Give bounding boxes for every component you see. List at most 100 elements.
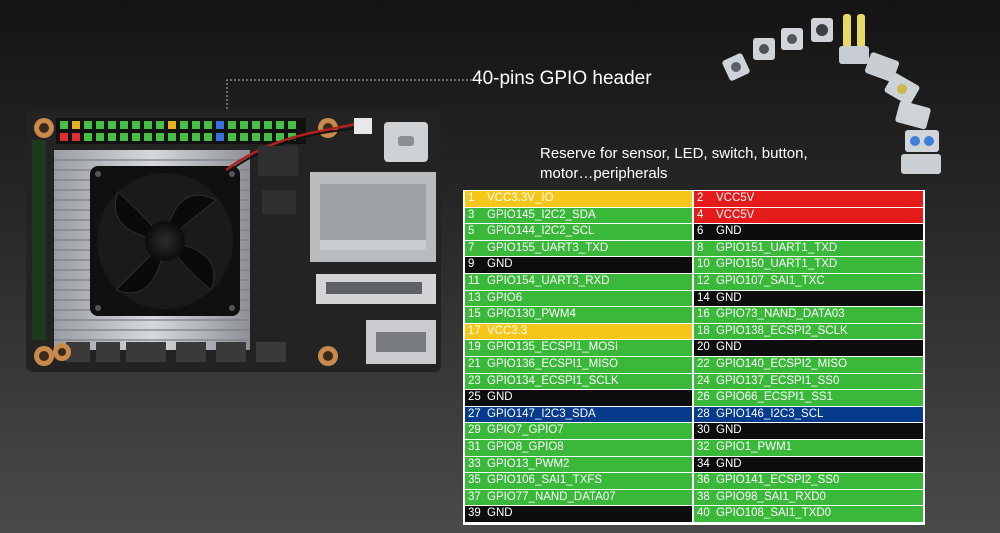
gpio-pin-header [56,118,306,144]
pin-number: 9 [468,258,475,271]
pin-number: 29 [468,424,481,437]
cooling-fan [90,166,240,316]
pin-name: GPIO1_PWM1 [716,441,793,453]
pin-number: 21 [468,358,481,370]
pin-number: 1 [468,192,475,204]
pin-number: 27 [468,407,481,420]
pin-row-21: 21 GPIO136_ECSPI1_MISO [465,357,692,373]
pin-number: 14 [697,291,710,304]
pin-name: GND [487,258,513,271]
pin-name: VCC5V [716,192,755,204]
pin-number: 23 [468,374,481,387]
pin-row-22: 22 GPIO140_ECSPI2_MISO [694,357,923,373]
peripheral-module [895,100,931,130]
pin-number: 20 [697,341,710,354]
pin-name: GPIO145_I2C2_SDA [487,208,596,221]
pin-number: 10 [697,258,710,271]
pin-number: 6 [697,225,704,238]
pin-number: 33 [468,457,481,470]
pin-number: 28 [697,407,710,420]
pin-number: 13 [468,291,481,304]
pin-name: GPIO141_ECSPI2_SS0 [716,474,840,487]
pin-name: GPIO136_ECSPI1_MISO [487,358,619,370]
peripheral-module [722,53,750,81]
pin-name: GPIO137_ECSPI1_SS0 [716,374,840,387]
pin-number: 19 [468,341,481,354]
pin-name: GND [716,225,742,238]
peripheral-module [901,154,941,174]
pin-name: GPIO140_ECSPI2_MISO [716,358,848,370]
pin-name: GPIO6 [487,291,523,304]
pin-number: 4 [697,208,704,221]
pin-number: 15 [468,308,481,321]
bottom-connectors [66,342,286,362]
pin-name: GND [716,457,742,470]
pin-number: 18 [697,324,710,337]
pin-name: GPIO155_UART3_TXD [487,241,609,254]
pin-row-6: 6 GND [694,224,923,240]
pin-row-39: 39 GND [465,506,692,523]
pin-name: GPIO66_ECSPI1_SS1 [716,391,833,404]
pin-number: 17 [468,324,481,337]
pin-number: 40 [697,507,710,520]
pin-number: 37 [468,490,481,503]
pin-name: GPIO146_I2C3_SCL [716,407,824,420]
pin-name: GPIO135_ECSPI1_MOSI [487,341,619,354]
fan-cable [225,122,357,172]
pin-name: GND [716,424,742,437]
peripheral-module [781,28,803,50]
chip [258,146,298,176]
pin-row-13: 13 GPIO6 [465,290,692,307]
pin-row-10: 10 GPIO150_UART1_TXD [694,257,923,274]
pin-row-40: 40 GPIO108_SAI1_TXD0 [694,506,923,523]
pin-row-2: 2 VCC5V [694,191,923,207]
ethernet-port [310,172,436,262]
pin-number: 22 [697,358,710,370]
pin-row-19: 19 GPIO135_ECSPI1_MOSI [465,340,692,357]
pin-name: GPIO108_SAI1_TXD0 [716,507,832,520]
pin-name: GPIO150_UART1_TXD [716,258,838,271]
pin-name: GPIO106_SAI1_TXFS [487,474,603,487]
pin-number: 30 [697,424,710,437]
peripheral-module [905,130,939,152]
pin-name: GND [716,341,742,354]
pin-row-23: 23 GPIO134_ECSPI1_SCLK [465,373,692,390]
pin-name: GPIO7_GPIO7 [487,424,564,437]
pin-number: 36 [697,474,710,487]
gpio-header-label: 40-pins GPIO header [472,68,652,89]
pin-number: 12 [697,275,710,287]
pin-number: 5 [468,225,475,238]
usb-a-port [316,274,436,304]
pin-name: GPIO134_ECSPI1_SCLK [487,374,619,387]
pin-name: GPIO154_UART3_RXD [487,275,610,287]
pin-number: 35 [468,474,481,487]
pin-name: VCC5V [716,208,755,221]
pin-name: GND [487,507,513,520]
pin-row-9: 9 GND [465,257,692,274]
pin-name: GND [716,291,742,304]
pin-row-36: 36 GPIO141_ECSPI2_SS0 [694,473,923,489]
pin-number: 39 [468,507,481,520]
pin-number: 8 [697,241,704,254]
board-illustration [26,110,441,372]
pin-number: 2 [697,192,704,204]
peripheral-modules-illustration [722,14,941,174]
